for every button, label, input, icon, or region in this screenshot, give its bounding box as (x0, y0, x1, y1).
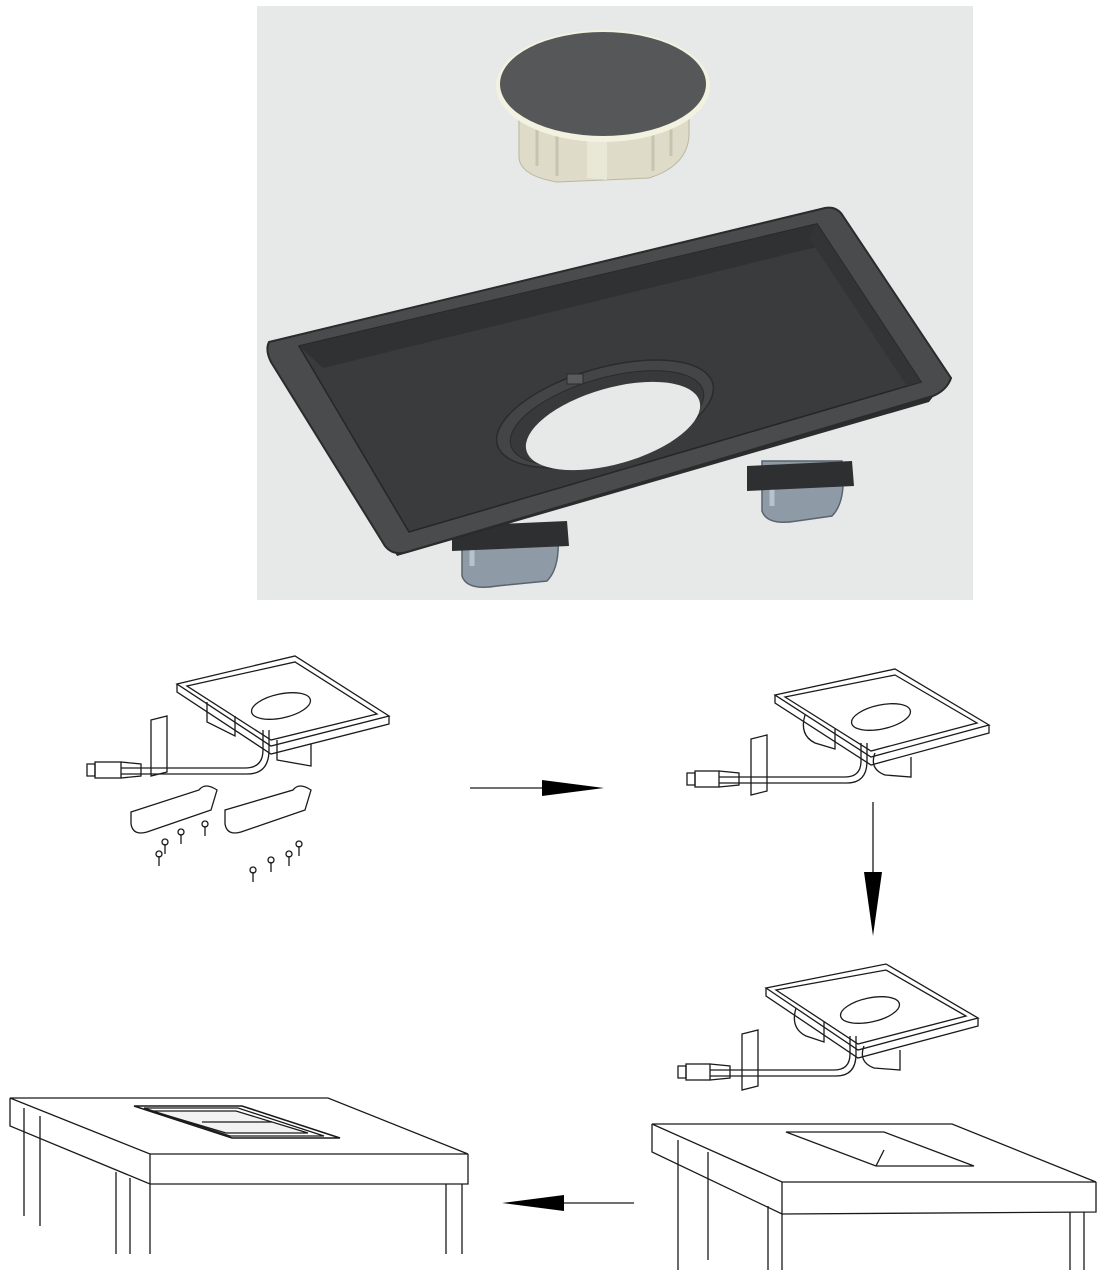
step-2-clips-attached (685, 665, 995, 805)
cover-cap-icon (496, 30, 710, 183)
exploded-parts-icon (86, 655, 391, 882)
tray-above-table-cutout-icon (651, 963, 1097, 1270)
step-1-exploded-parts (85, 650, 405, 890)
product-render-panel (257, 6, 973, 600)
spring-clip-icon-right (747, 460, 854, 523)
arrow-down-icon (858, 800, 888, 940)
product-render (257, 6, 973, 600)
step-4-installed (6, 1092, 472, 1262)
arrow-right-icon (468, 775, 608, 801)
tray-icon (266, 206, 953, 556)
arrow-left-icon (498, 1190, 638, 1216)
step-3-tray-above-table (648, 960, 1100, 1272)
clips-attached-icon (686, 668, 991, 796)
tray-installed-in-table-icon (9, 1097, 469, 1254)
